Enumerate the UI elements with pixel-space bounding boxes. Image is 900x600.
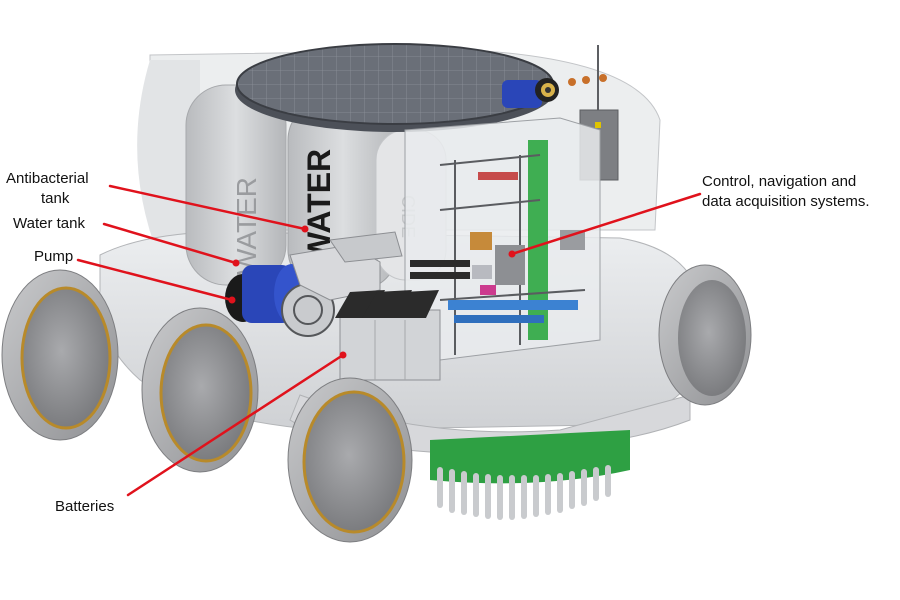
wheel-front-left xyxy=(1,269,119,441)
callout-control-line1: Control, navigation and xyxy=(702,173,857,190)
callout-antibacterial-tank: Antibacterial tank xyxy=(6,169,89,209)
callout-pump: Pump xyxy=(34,248,74,265)
brush-bristles xyxy=(437,465,611,520)
rear-hood-shadow xyxy=(137,60,200,260)
callout-antibacterial-line2: tank xyxy=(41,190,70,207)
callout-control-line2: data acquisition systems. xyxy=(702,193,870,210)
pump xyxy=(225,231,403,337)
callout-control-systems: Control, navigation and data acquisition… xyxy=(702,172,870,212)
callout-line-antibacterial xyxy=(108,184,307,231)
camera xyxy=(502,78,559,108)
callout-line-control xyxy=(510,192,702,256)
batteries xyxy=(335,290,441,381)
green-board xyxy=(528,140,548,340)
callout-batteries: Batteries xyxy=(55,498,115,515)
front-tank-text: WATER xyxy=(301,149,337,262)
callout-antibacterial-line1: Antibacterial xyxy=(6,170,89,187)
brush-base xyxy=(430,430,630,484)
wheel-front-center xyxy=(287,377,413,543)
callout-line-pump xyxy=(76,258,234,302)
electronics-components xyxy=(410,172,585,323)
callout-line-water-tank xyxy=(102,222,238,265)
sensor-dots xyxy=(568,74,607,86)
wheel-middle-left xyxy=(141,307,259,473)
wheel-rear-right xyxy=(658,264,752,406)
callout-water-tank: Water tank xyxy=(13,215,85,232)
rear-tank-text: WATER xyxy=(231,177,262,275)
callout-lines xyxy=(76,184,702,497)
callout-line-batteries xyxy=(126,353,345,497)
